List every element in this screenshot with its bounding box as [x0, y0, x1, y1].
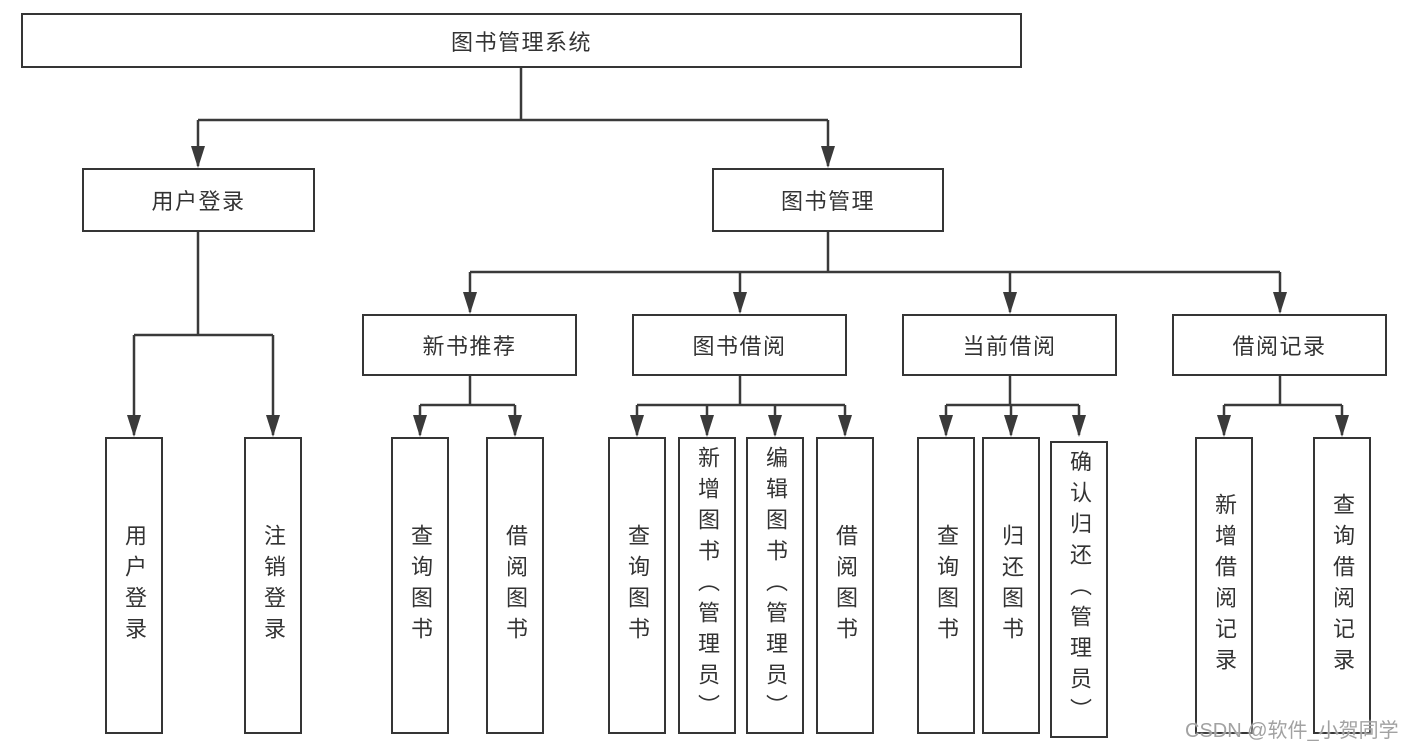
- node-new-book-recommend-label: 新书推荐: [422, 334, 517, 359]
- node-borrow-records: 借阅记录: [1172, 314, 1387, 376]
- node-root: 图书管理系统: [21, 13, 1022, 68]
- node-user-login: 用户登录: [82, 168, 315, 232]
- leaf-cb-query-book-label: 查询图书: [934, 523, 959, 648]
- leaf-bb-add-book-admin-label: 新增图书（管理员）: [695, 446, 720, 725]
- leaf-nb-borrow-book-label: 借阅图书: [503, 523, 528, 648]
- leaf-br-query-record: 查询借阅记录: [1313, 437, 1371, 734]
- node-current-borrow: 当前借阅: [902, 314, 1117, 376]
- leaf-login: 用户登录: [105, 437, 163, 734]
- leaf-bb-edit-book-admin: 编辑图书（管理员）: [746, 437, 804, 734]
- leaf-bb-query-book: 查询图书: [608, 437, 666, 734]
- leaf-bb-borrow-book: 借阅图书: [816, 437, 874, 734]
- node-user-login-label: 用户登录: [151, 189, 246, 214]
- node-borrow-records-label: 借阅记录: [1232, 334, 1327, 359]
- node-book-management-label: 图书管理: [780, 189, 875, 214]
- leaf-nb-borrow-book: 借阅图书: [486, 437, 544, 734]
- node-book-management: 图书管理: [712, 168, 944, 232]
- leaf-nb-query-book: 查询图书: [391, 437, 449, 734]
- leaf-cb-confirm-return-admin: 确认归还（管理员）: [1050, 441, 1108, 738]
- leaf-br-query-record-label: 查询借阅记录: [1330, 492, 1355, 679]
- leaf-bb-edit-book-admin-label: 编辑图书（管理员）: [763, 446, 788, 725]
- leaf-cb-return-book: 归还图书: [982, 437, 1040, 734]
- leaf-login-label: 用户登录: [122, 523, 147, 648]
- leaf-cb-query-book: 查询图书: [917, 437, 975, 734]
- node-current-borrow-label: 当前借阅: [962, 334, 1057, 359]
- watermark: CSDN @软件_小贺同学: [1185, 720, 1399, 742]
- leaf-bb-add-book-admin: 新增图书（管理员）: [678, 437, 736, 734]
- leaf-cb-return-book-label: 归还图书: [999, 523, 1024, 648]
- leaf-br-add-record-label: 新增借阅记录: [1212, 492, 1237, 679]
- leaf-logout: 注销登录: [244, 437, 302, 734]
- node-new-book-recommend: 新书推荐: [362, 314, 577, 376]
- leaf-nb-query-book-label: 查询图书: [408, 523, 433, 648]
- leaf-br-add-record: 新增借阅记录: [1195, 437, 1253, 734]
- leaf-logout-label: 注销登录: [261, 523, 286, 648]
- leaf-bb-borrow-book-label: 借阅图书: [833, 523, 858, 648]
- node-root-label: 图书管理系统: [450, 29, 592, 55]
- tree-edges: [132, 68, 1344, 435]
- leaf-bb-query-book-label: 查询图书: [625, 523, 650, 648]
- node-book-borrow: 图书借阅: [632, 314, 847, 376]
- node-book-borrow-label: 图书借阅: [692, 334, 787, 359]
- leaf-cb-confirm-return-admin-label: 确认归还（管理员）: [1067, 450, 1092, 729]
